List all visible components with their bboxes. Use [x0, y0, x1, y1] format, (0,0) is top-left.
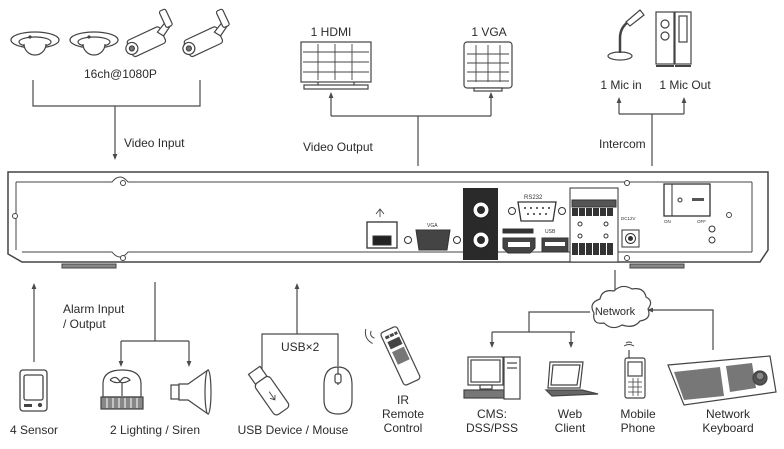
usb-count-label: USB×2 — [281, 340, 320, 354]
bullet-camera-icon — [125, 8, 173, 58]
bullet-camera-icon — [182, 8, 230, 58]
ground-terminal — [708, 225, 716, 244]
video-input-label: Video Input — [124, 136, 185, 150]
switch-on-label: ON — [664, 219, 671, 224]
microphone-icon — [607, 9, 645, 61]
alarm-light-icon — [100, 369, 144, 410]
sensor-icon — [19, 369, 48, 412]
switch-off-label: OFF — [697, 219, 706, 224]
network-cloud-label: Network — [594, 306, 636, 318]
ir-label-line2: Remote — [381, 407, 425, 421]
usb-connector — [261, 283, 339, 370]
usb-port-label: USB — [545, 229, 556, 235]
network-keyboard-label-line2: Keyboard — [702, 421, 754, 435]
speaker-icon — [655, 11, 692, 67]
video-input-connector — [32, 80, 201, 160]
vga-port: VGA — [404, 223, 461, 251]
video-output-connector — [328, 92, 494, 166]
web-client-label-line1: Web — [557, 407, 583, 421]
ir-label-line3: Control — [383, 421, 423, 435]
rs232-port: RS232 — [508, 195, 566, 222]
usb-port: USB — [541, 229, 569, 253]
audio-port-block — [463, 188, 498, 260]
video-output-label: Video Output — [303, 140, 373, 154]
intercom-connector — [616, 97, 687, 166]
hdmi-monitor-label: 1 HDMI — [310, 25, 352, 39]
dome-camera-icon — [10, 31, 60, 56]
cms-label-line1: CMS: — [477, 407, 507, 421]
network-cloud-icon — [591, 285, 652, 329]
mobile-phone-icon — [623, 341, 646, 399]
rs232-port-label: RS232 — [524, 195, 543, 201]
nvr-rear-panel — [7, 171, 769, 269]
network-keyboard-label-line1: Network — [705, 407, 751, 421]
mic-in-label: 1 Mic in — [600, 78, 642, 92]
web-client-label-line2: Client — [554, 421, 586, 435]
network-keyboard-icon — [667, 355, 777, 406]
camera-count-label: 16ch@1080P — [84, 67, 157, 81]
cms-label-line2: DSS/PSS — [465, 421, 519, 435]
alarm-io-label-line1: Alarm Input — [63, 302, 125, 316]
ir-label-line1: IR — [397, 393, 409, 407]
desktop-pc-icon — [463, 356, 521, 400]
mobile-phone-label-line2: Phone — [620, 421, 656, 435]
alarm-terminal-block — [569, 187, 619, 263]
intercom-label: Intercom — [599, 137, 646, 151]
power-port-label: DC12V — [621, 216, 636, 221]
laptop-icon — [544, 361, 599, 397]
lan-port — [366, 208, 398, 249]
hdmi-port — [502, 228, 536, 254]
dome-camera-icon — [69, 31, 119, 56]
usb-device-mouse-label: USB Device / Mouse — [237, 423, 349, 437]
sensor-label: 4 Sensor — [9, 423, 59, 437]
alarm-io-label-line2: / Output — [63, 317, 106, 331]
mouse-icon — [323, 366, 353, 415]
vga-monitor-icon — [463, 41, 513, 92]
lighting-siren-label: 2 Lighting / Siren — [109, 423, 201, 437]
dc-power-port: DC12V — [621, 216, 640, 248]
mic-out-label: 1 Mic Out — [659, 78, 711, 92]
usb-drive-icon — [247, 365, 290, 416]
power-switch: ON OFF — [663, 183, 711, 224]
vga-port-label: VGA — [427, 223, 438, 229]
hdmi-monitor-icon — [300, 41, 372, 90]
vga-monitor-label: 1 VGA — [471, 25, 507, 39]
alarm-connector — [118, 282, 192, 367]
siren-icon — [170, 368, 212, 416]
ir-remote-icon — [364, 326, 421, 386]
mobile-phone-label-line1: Mobile — [620, 407, 656, 421]
